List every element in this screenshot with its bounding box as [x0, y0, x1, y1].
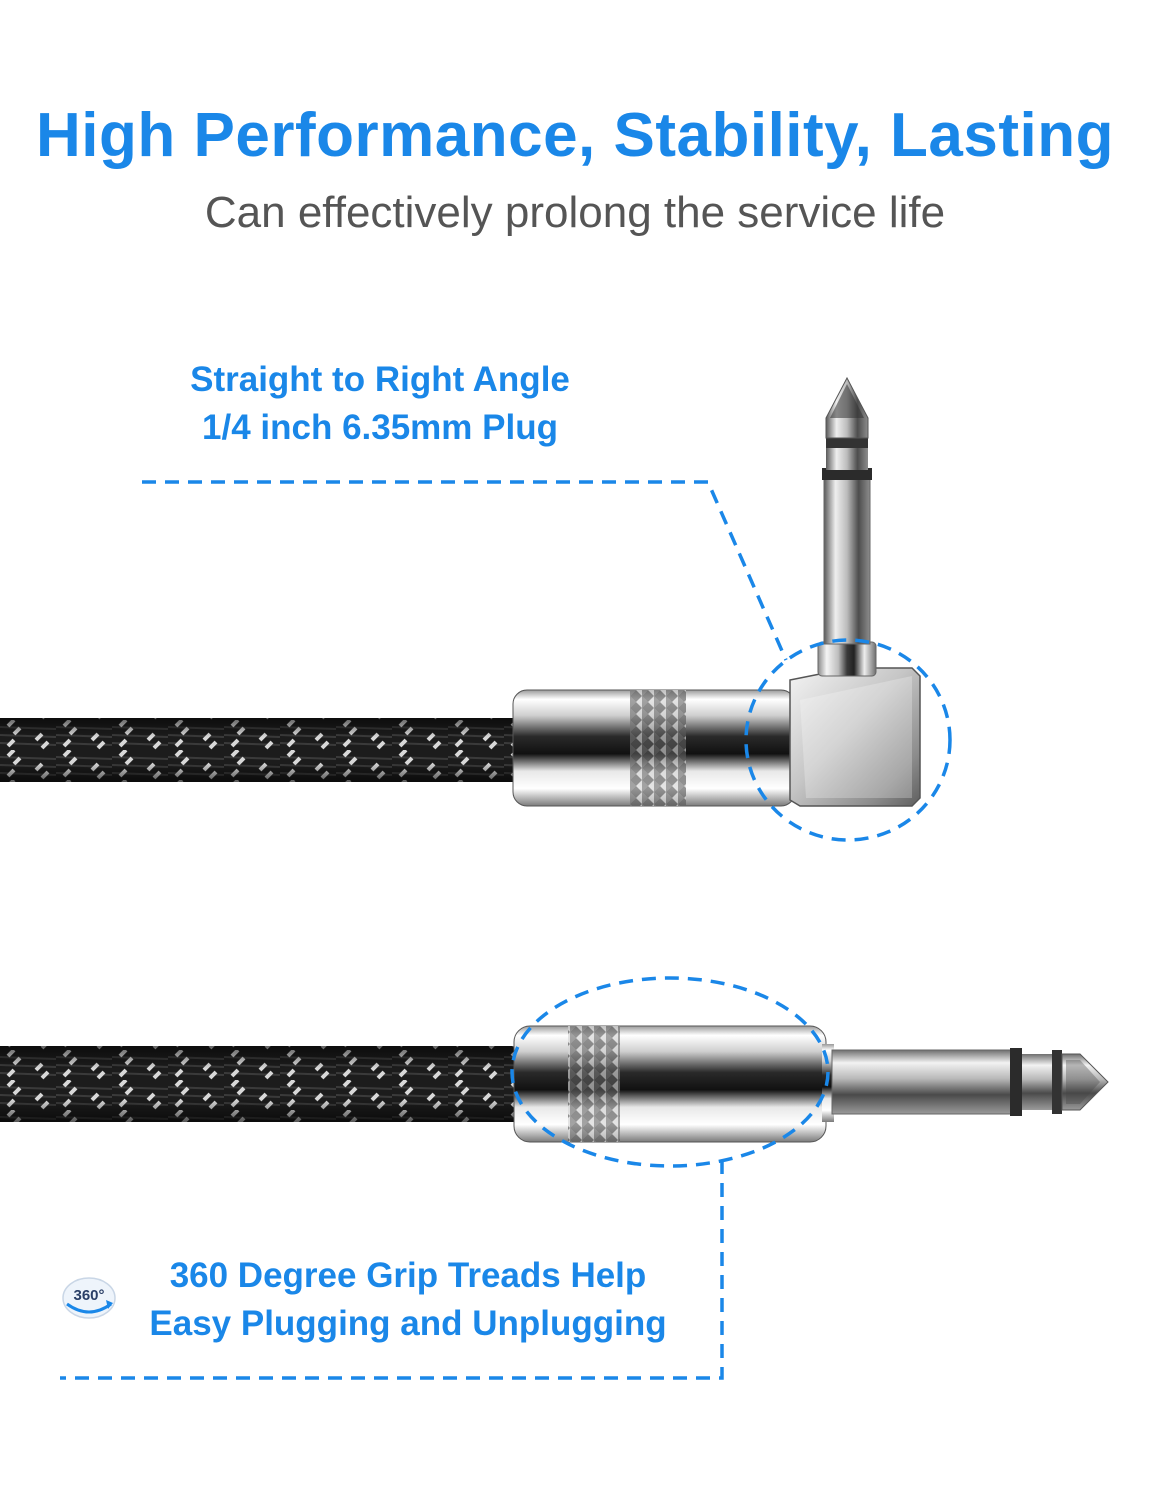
callout-grip-treads: 360 Degree Grip Treads Help Easy Pluggin…: [108, 1252, 708, 1348]
bottom-barrel: [513, 1025, 827, 1143]
headline: High Performance, Stability, Lasting: [36, 101, 1114, 170]
right-angle-plug: [0, 376, 921, 807]
callout-right-angle-line1: Straight to Right Angle: [190, 360, 570, 399]
bottom-callout-leader: [60, 976, 830, 1380]
360-rotation-badge: 360°: [58, 1270, 120, 1322]
callout-right-angle: Straight to Right Angle 1/4 inch 6.35mm …: [130, 356, 630, 452]
callout-grip-line1: 360 Degree Grip Treads Help: [169, 1256, 647, 1295]
straight-plug: [0, 1025, 1109, 1143]
callout-grip-line2: Easy Plugging and Unplugging: [149, 1304, 667, 1343]
callout-right-angle-line2: 1/4 inch 6.35mm Plug: [202, 408, 558, 447]
bottom-plug-tip: [1061, 1053, 1109, 1111]
subheadline: Can effectively prolong the service life: [204, 188, 946, 237]
top-callout-leader: [142, 480, 952, 842]
360-rotation-icon: 360°: [62, 1277, 116, 1319]
360-badge-label: 360°: [73, 1287, 104, 1304]
bottom-plug-shaft: [831, 1049, 1013, 1115]
top-plug-shaft: [823, 477, 871, 645]
